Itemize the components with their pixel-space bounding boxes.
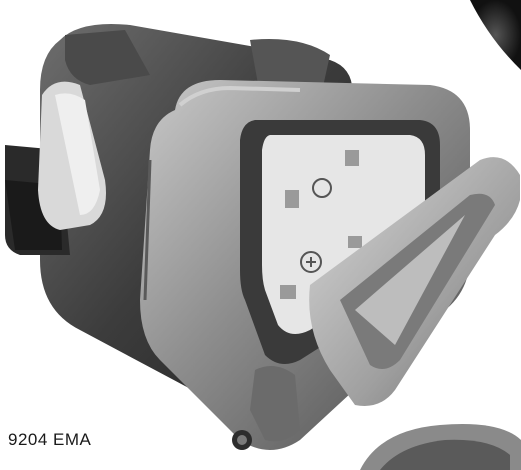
ground-symbol <box>312 178 332 198</box>
background-object-top <box>470 0 521 70</box>
contact-socket <box>280 285 296 299</box>
ground-symbol <box>300 251 322 273</box>
contact-socket <box>345 150 359 166</box>
product-code-label: 9204 EMA <box>8 430 92 449</box>
contact-socket <box>285 190 299 208</box>
hinge-strap <box>250 366 300 442</box>
contact-insert <box>262 135 425 334</box>
mounting-ear-left <box>65 30 150 85</box>
contact-socket <box>348 236 362 248</box>
